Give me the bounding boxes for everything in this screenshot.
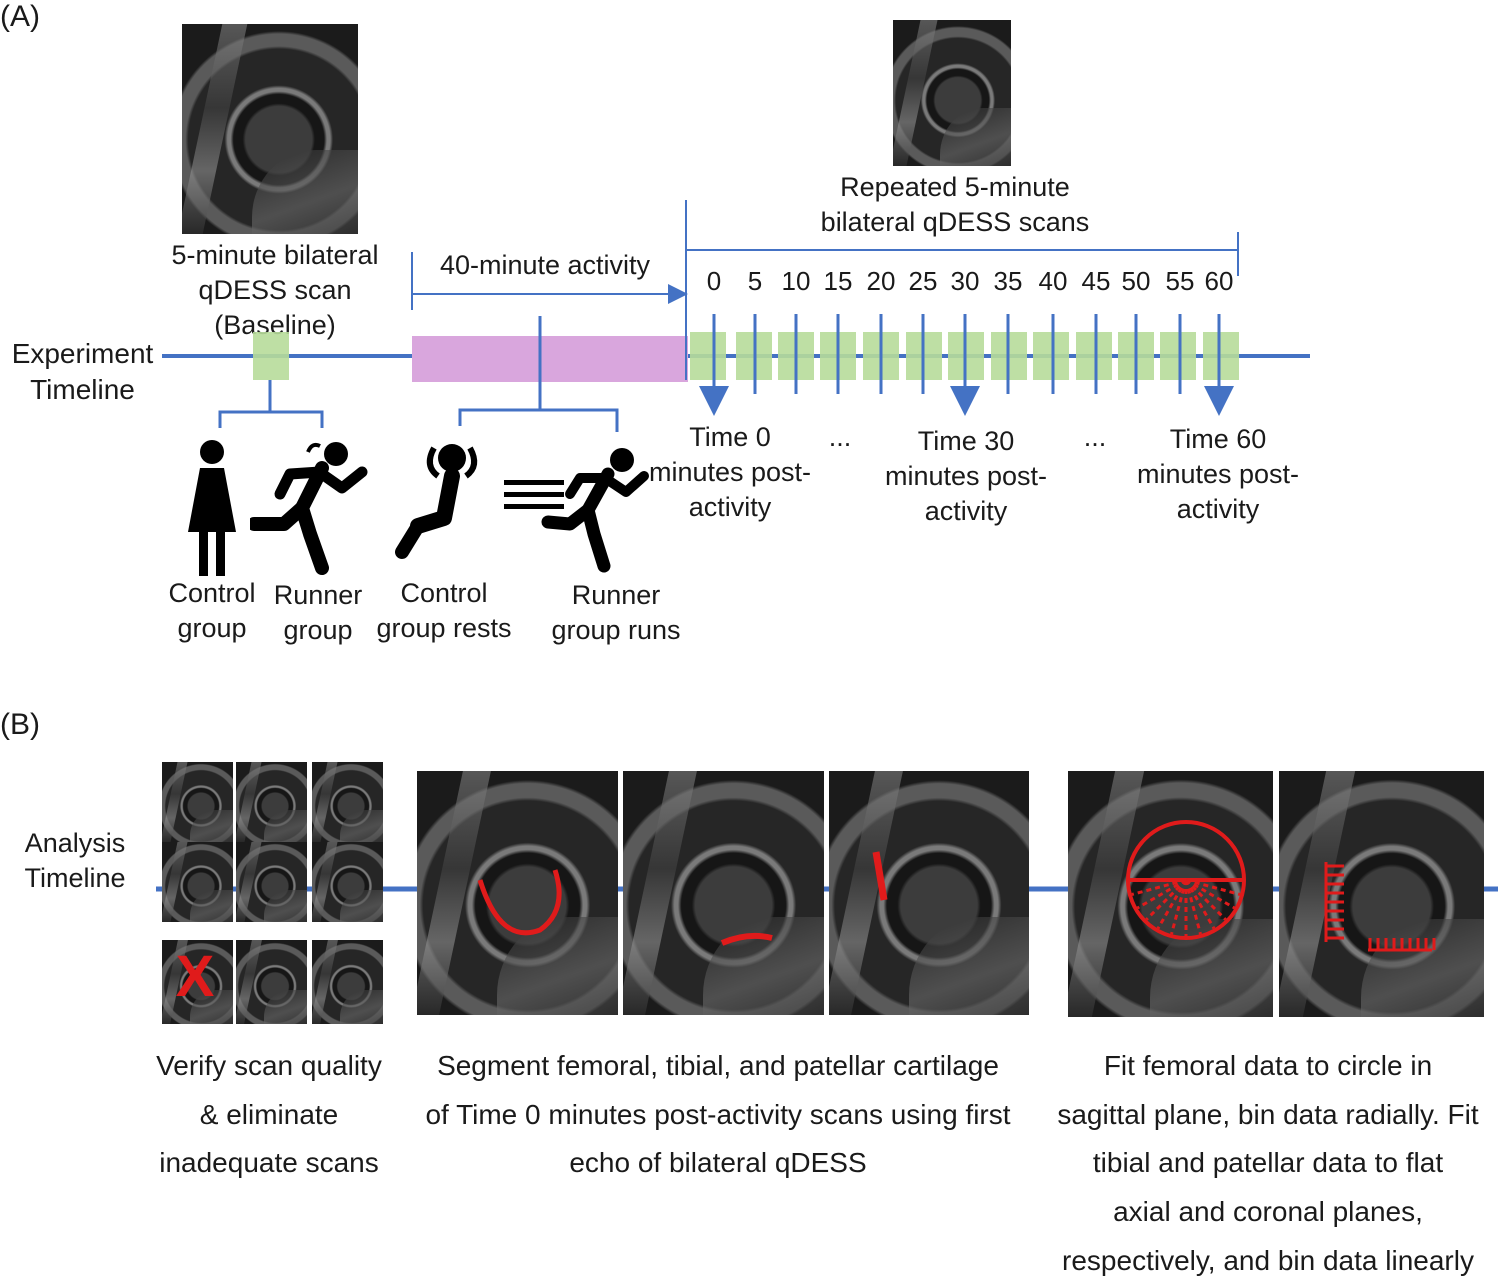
control-rests-label: Control group rests [376, 578, 512, 644]
repeated-mri-image [893, 20, 1011, 166]
step-fit-label: Fit femoral data to circle in sagittal p… [1057, 1050, 1479, 1276]
ellipsis-1: ... [828, 422, 852, 452]
runner-group-label: Runner group [273, 580, 363, 646]
linear-bin-fit-image [1279, 771, 1484, 1017]
linear-bin-fit [1324, 862, 1436, 952]
scan-thumbnail [162, 762, 233, 842]
step-segment-label: Segment femoral, tibial, and patellar ca… [425, 1050, 1011, 1179]
femoral-cartilage-mask [477, 869, 562, 936]
repeated-scans-label: Repeated 5-minute bilateral qDESS scans [820, 172, 1090, 238]
scan-thumbnail [236, 762, 307, 842]
scan-thumbnail [236, 842, 307, 922]
tick-label-45: 45 [1081, 266, 1111, 296]
patellar-cartilage-mask [872, 851, 888, 901]
tick-label-50: 50 [1121, 266, 1151, 296]
scan-block-45 [1076, 332, 1112, 380]
tibial-cartilage-mask [720, 932, 773, 946]
activity-block [412, 336, 688, 382]
tick-label-25: 25 [908, 266, 938, 296]
tick-label-30: 30 [950, 266, 980, 296]
scan-thumbnail [312, 940, 383, 1024]
panel-a-label: (A) [0, 0, 40, 33]
runner-runs-label: Runner group runs [551, 580, 681, 646]
control-group-label: Control group [168, 578, 256, 644]
scan-thumbnail [312, 842, 383, 922]
person-standing-icon [188, 440, 236, 576]
person-running-fast-icon [504, 448, 649, 573]
time-30-label: Time 30 minutes post- activity [884, 426, 1048, 527]
tick-label-20: 20 [866, 266, 896, 296]
tick-label-15: 15 [823, 266, 853, 296]
tick-label-55: 55 [1165, 266, 1195, 296]
tick-label-0: 0 [706, 266, 722, 296]
scan-block-55 [1160, 332, 1196, 380]
ellipsis-2: ... [1083, 422, 1107, 452]
time-0-label: Time 0 minutes post- activity [648, 422, 812, 523]
tick-label-35: 35 [993, 266, 1023, 296]
scan-block-40 [1033, 332, 1069, 380]
tick-label-5: 5 [747, 266, 763, 296]
tick-label-60: 60 [1204, 266, 1234, 296]
experiment-timeline-label: Experiment Timeline [11, 338, 154, 406]
scan-thumbnail [236, 940, 307, 1024]
panel-b-label: (B) [0, 708, 40, 741]
time-60-label: Time 60 minutes post- activity [1136, 424, 1300, 525]
scan-block-0 [690, 332, 726, 380]
step-verify-label: Verify scan quality & eliminate inadequa… [156, 1050, 382, 1179]
femoral-circle-fit [1126, 820, 1246, 940]
activity-label: 40-minute activity [439, 250, 651, 280]
scan-block-60 [1203, 332, 1239, 380]
femoral-segmentation-image [417, 771, 618, 1015]
tick-label-40: 40 [1038, 266, 1068, 296]
patellar-segmentation-image [829, 771, 1029, 1015]
person-resting-icon [395, 444, 478, 559]
person-running-icon [250, 442, 368, 575]
scan-thumbnail [312, 762, 383, 842]
reject-mark: X [175, 944, 215, 1009]
tick-label-10: 10 [781, 266, 811, 296]
baseline-scan-block [253, 332, 289, 380]
scan-thumbnail [162, 940, 233, 1024]
scan-thumbnail [162, 842, 233, 922]
baseline-mri-image [182, 24, 358, 234]
analysis-timeline-label: Analysis Timeline [24, 828, 126, 894]
repeated-scan-blocks [690, 314, 1239, 416]
